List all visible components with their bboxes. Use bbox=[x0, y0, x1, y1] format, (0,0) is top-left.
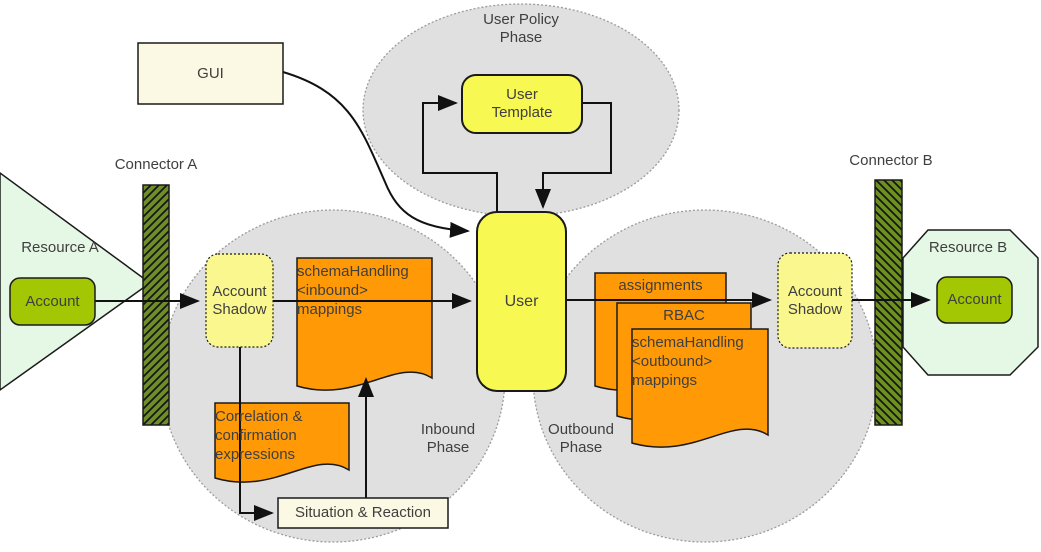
correlation-document bbox=[214, 402, 350, 483]
user-template-box bbox=[461, 74, 583, 134]
situation-reaction-box bbox=[277, 497, 449, 529]
arrow-gui-to-user bbox=[282, 71, 470, 238]
connector-b-bar bbox=[874, 179, 903, 426]
flow-arrows bbox=[95, 71, 931, 521]
inbound-mappings-document bbox=[296, 257, 433, 391]
gui-box bbox=[137, 42, 284, 105]
arrow-template-to-user bbox=[535, 102, 612, 209]
account-shadow-right-box bbox=[777, 252, 853, 349]
connector-a-bar bbox=[142, 184, 170, 426]
account-a-box bbox=[9, 277, 96, 326]
arrow-shadow-to-situation bbox=[239, 347, 274, 521]
account-b-box bbox=[936, 276, 1013, 324]
account-shadow-left-box bbox=[205, 253, 274, 348]
outbound-mappings-document bbox=[631, 328, 769, 448]
user-box bbox=[476, 211, 567, 392]
arrow-user-to-template bbox=[422, 95, 498, 212]
